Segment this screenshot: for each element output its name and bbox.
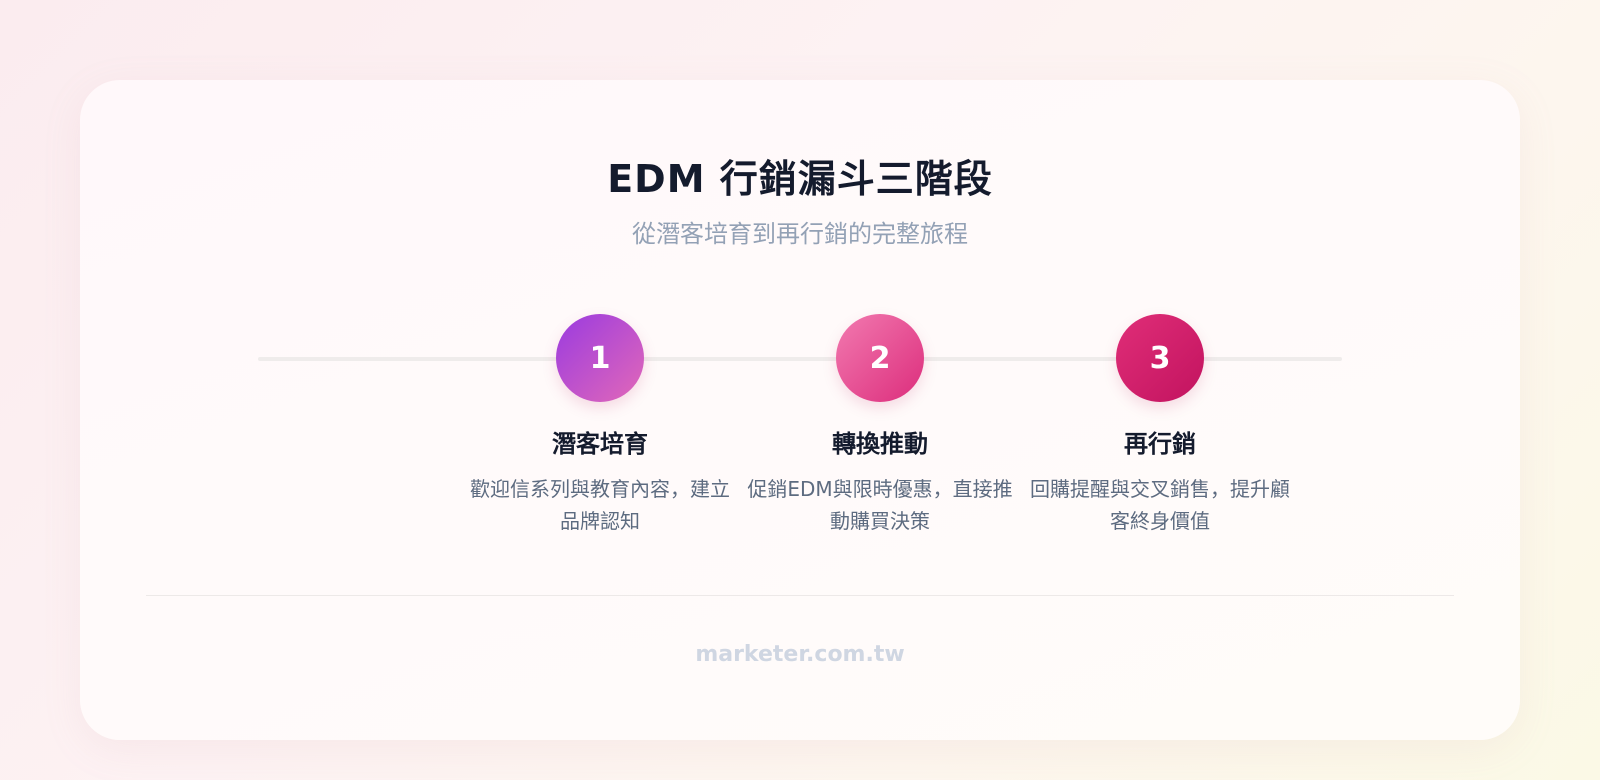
step-description: 回購提醒與交叉銷售，提升顧客終身價值	[1030, 477, 1290, 533]
step-title: 轉換推動	[832, 430, 928, 458]
timeline-track	[258, 357, 1342, 361]
step-description: 促銷EDM與限時優惠，直接推動購買決策	[747, 477, 1013, 533]
page-title: EDM 行銷漏斗三階段	[607, 157, 993, 201]
step-title: 潛客培育	[552, 430, 648, 458]
footer-divider	[146, 595, 1454, 596]
step-number-badge: 2	[836, 314, 924, 402]
step-number-badge: 3	[1116, 314, 1204, 402]
funnel-step-1: 1 潛客培育 歡迎信系列與教育內容，建立品牌認知	[460, 314, 740, 537]
source-credit: marketer.com.tw	[695, 642, 905, 667]
funnel-step-2: 2 轉換推動 促銷EDM與限時優惠，直接推動購買決策	[740, 314, 1020, 537]
funnel-card: EDM 行銷漏斗三階段 從潛客培育到再行銷的完整旅程 1 潛客培育 歡迎信系列與…	[80, 80, 1520, 740]
step-number-badge: 1	[556, 314, 644, 402]
funnel-step-3: 3 再行銷 回購提醒與交叉銷售，提升顧客終身價值	[1020, 314, 1300, 537]
page-subtitle: 從潛客培育到再行銷的完整旅程	[632, 220, 968, 248]
step-description: 歡迎信系列與教育內容，建立品牌認知	[470, 477, 730, 533]
step-title: 再行銷	[1124, 430, 1196, 458]
